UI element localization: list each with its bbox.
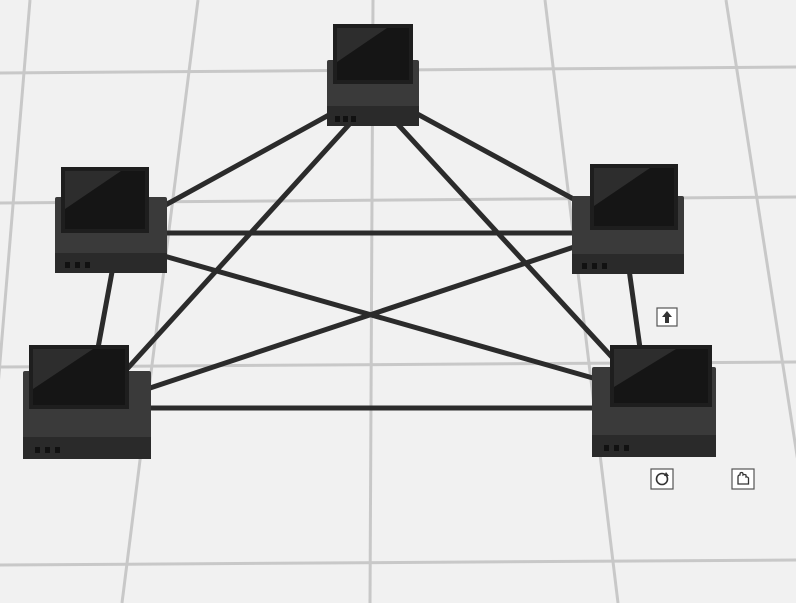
grid-line [543, 0, 620, 603]
link-upperright-lowerright [625, 259, 643, 351]
grid-line [724, 0, 796, 459]
link-top-upperright [407, 107, 593, 211]
link-upperleft-lowerright [147, 249, 603, 383]
cables [95, 107, 643, 411]
monitor-glare [65, 171, 121, 209]
monitor-glare [614, 349, 676, 387]
link-top-lowerright [389, 115, 625, 371]
device-base-front [592, 435, 716, 457]
monitor-glare [594, 168, 650, 206]
link-upperleft-lowerleft [95, 269, 115, 351]
port [343, 116, 348, 122]
port [351, 116, 356, 122]
move-up-icon[interactable] [656, 307, 678, 327]
network-node-upper-left[interactable] [55, 167, 167, 273]
device-base-front [55, 253, 167, 273]
port [35, 447, 40, 453]
link-top-lowerleft [125, 115, 358, 371]
device-base-front [572, 254, 684, 274]
port [335, 116, 340, 122]
link-top-upperleft [157, 107, 341, 211]
network-node-upper-right[interactable] [572, 164, 684, 274]
network-node-top-center[interactable] [327, 24, 419, 126]
grid-line [0, 558, 796, 567]
grid-line [120, 0, 200, 603]
port [604, 445, 609, 451]
port [75, 262, 80, 268]
port [55, 447, 60, 453]
port [614, 445, 619, 451]
port [65, 262, 70, 268]
network-node-lower-left[interactable] [23, 345, 151, 459]
rotate-icon[interactable] [650, 468, 674, 490]
link-upperright-lowerleft [147, 242, 583, 391]
port [582, 263, 587, 269]
device-base-front [23, 437, 151, 459]
port [45, 447, 50, 453]
network-node-lower-right[interactable] [592, 345, 716, 457]
monitor-glare [337, 28, 387, 62]
pan-hand-icon[interactable] [731, 468, 755, 490]
port [602, 263, 607, 269]
port [592, 263, 597, 269]
port [85, 262, 90, 268]
port [624, 445, 629, 451]
monitor-glare [33, 349, 93, 389]
device-base-front [327, 106, 419, 126]
grid-line [0, 0, 32, 380]
